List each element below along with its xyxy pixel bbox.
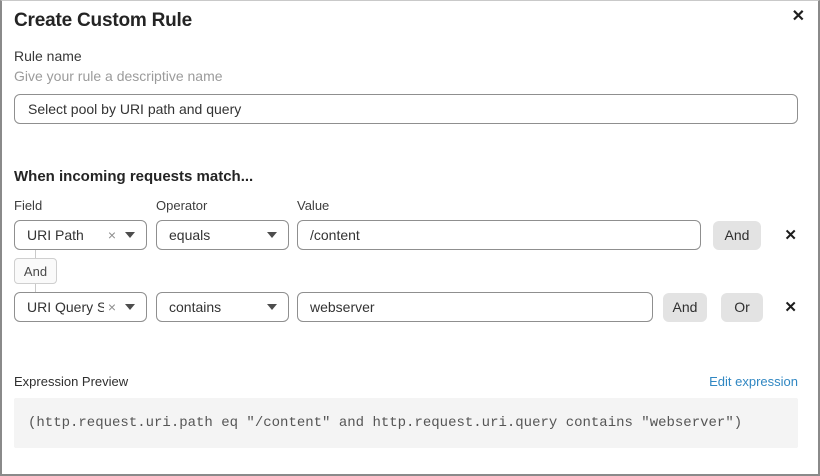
clear-icon[interactable]: ×: [107, 227, 116, 243]
expression-code: (http.request.uri.path eq "/content" and…: [28, 415, 743, 431]
expression-header: Expression Preview Edit expression: [14, 374, 798, 389]
chevron-down-icon: [267, 304, 277, 310]
field-select[interactable]: URI Path ×: [14, 220, 147, 250]
and-button[interactable]: And: [663, 292, 707, 322]
or-button[interactable]: Or: [721, 292, 763, 322]
condition-row: URI Query St... × contains And Or ✕: [14, 292, 798, 322]
connector-and-chip[interactable]: And: [14, 258, 57, 284]
and-button[interactable]: And: [713, 220, 761, 250]
value-input[interactable]: [297, 292, 653, 322]
clear-icon[interactable]: ×: [107, 299, 116, 315]
operator-select-value: equals: [169, 227, 211, 243]
field-select-value: URI Query St...: [27, 299, 104, 315]
chevron-down-icon: [125, 232, 135, 238]
field-select[interactable]: URI Query St... ×: [14, 292, 147, 322]
operator-select[interactable]: equals: [156, 220, 289, 250]
value-input[interactable]: [297, 220, 701, 250]
field-column-label: Field: [14, 198, 43, 213]
delete-condition-icon[interactable]: ✕: [784, 298, 797, 316]
page-title: Create Custom Rule: [14, 10, 192, 31]
connector-line: [35, 250, 36, 258]
expression-code-block: (http.request.uri.path eq "/content" and…: [14, 398, 798, 448]
operator-select[interactable]: contains: [156, 292, 289, 322]
value-column-label: Value: [297, 198, 330, 213]
rule-name-section: Rule name Give your rule a descriptive n…: [14, 48, 798, 124]
connector-line: [35, 284, 36, 292]
edit-expression-link[interactable]: Edit expression: [709, 374, 798, 389]
rule-name-label: Rule name: [14, 48, 82, 64]
rule-name-helper: Give your rule a descriptive name: [14, 68, 223, 84]
field-select-value: URI Path: [27, 227, 84, 243]
rule-name-input[interactable]: [14, 94, 798, 124]
condition-column-labels: Field Operator Value: [14, 198, 798, 213]
chevron-down-icon: [125, 304, 135, 310]
operator-column-label: Operator: [156, 198, 208, 213]
delete-condition-icon[interactable]: ✕: [784, 226, 797, 244]
condition-row: URI Path × equals And ✕: [14, 220, 798, 250]
condition-connector: And: [14, 250, 798, 292]
operator-select-value: contains: [169, 299, 222, 315]
chevron-down-icon: [267, 232, 277, 238]
close-icon[interactable]: ✕: [791, 8, 805, 25]
match-heading: When incoming requests match...: [14, 168, 254, 185]
expression-preview-label: Expression Preview: [14, 374, 129, 389]
